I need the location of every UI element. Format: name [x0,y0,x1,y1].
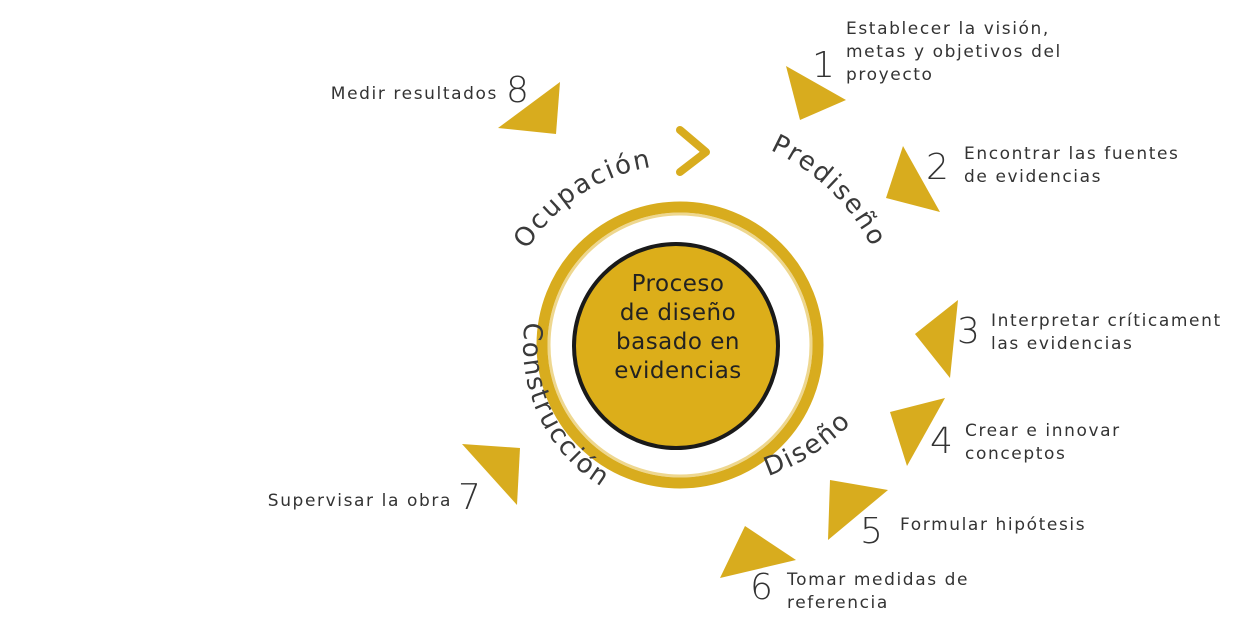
step-7-label: Supervisar la obra [232,490,452,513]
center-line: Proceso [631,271,725,297]
step-1-number: 1 [812,45,835,86]
step-2-triangle [886,146,940,212]
phase-ocupacion: Ocupación [508,144,654,254]
step-2-label: Encontrar las fuentes de evidencias [964,143,1179,189]
center-line: evidencias [614,358,742,384]
step-3-line: Interpretar críticament [991,311,1222,331]
step-8-line: Medir resultados [330,84,498,104]
step-1-label: Establecer la visión, metas y objetivos … [846,18,1062,87]
step-2-line: Encontrar las fuentes [964,144,1180,164]
step-2-number: 2 [926,147,949,188]
step-3-label: Interpretar críticament las evidencias [991,310,1222,356]
cycle-ring [536,201,824,489]
step-8-triangle [498,82,560,134]
step-6-line: Tomar medidas de [787,570,970,590]
step-4-number: 4 [930,421,953,462]
step-4-label: Crear e innovar conceptos [965,420,1121,466]
center-line: de diseño [619,300,737,326]
center-line: basado en [616,329,740,355]
phase-prediseno: Prediseño [767,129,893,252]
step-5-label: Formular hipótesis [900,514,1086,537]
step-1-line: metas y objetivos del [846,42,1062,62]
step-6-number: 6 [750,567,773,608]
step-6-line: referencia [787,593,889,613]
step-3-triangle [915,300,958,378]
center-title: Proceso de diseño basado en evidencias [588,270,768,386]
step-3-number: 3 [957,311,980,352]
step-8-number: 8 [506,70,529,111]
step-1-line: proyecto [846,65,934,85]
step-4-triangle [890,398,945,466]
step-1-triangle [786,66,846,120]
step-4-line: conceptos [965,444,1067,464]
step-5-number: 5 [860,511,883,552]
step-7-number: 7 [458,477,481,518]
center-circle [572,242,780,450]
step-6-label: Tomar medidas de referencia [787,569,969,615]
step-2-line: de evidencias [964,167,1103,187]
step-8-label: Medir resultados [290,83,498,106]
step-4-line: Crear e innovar [965,421,1121,441]
step-3-line: las evidencias [991,334,1134,354]
step-7-line: Supervisar la obra [267,491,452,511]
step-5-line: Formular hipótesis [900,515,1087,535]
cycle-ring-inner [547,212,813,478]
step-7-triangle [462,444,520,505]
step-6-triangle [720,526,796,578]
step-1-line: Establecer la visión, [846,19,1050,39]
cycle-arrow-icon [676,126,710,176]
step-5-triangle [828,480,888,540]
